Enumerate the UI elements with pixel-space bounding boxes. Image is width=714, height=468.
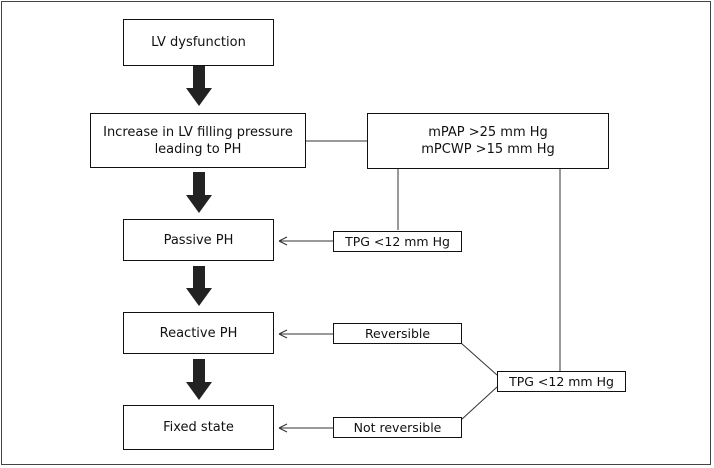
node-criteria: mPAP >25 mm Hg mPCWP >15 mm Hg: [367, 113, 609, 169]
down-arrow-4: [186, 359, 212, 400]
node-lv-dysfunction: LV dysfunction: [123, 19, 274, 66]
node-tpg-reactive-label: TPG <12 mm Hg: [509, 374, 614, 389]
node-passive-ph: Passive PH: [123, 219, 274, 261]
node-fixed-state: Fixed state: [123, 405, 274, 450]
node-fixed-state-label: Fixed state: [163, 420, 234, 435]
connector-tpg-to-reversible: [460, 342, 498, 376]
down-arrow-3: [186, 266, 212, 306]
node-not-reversible-label: Not reversible: [353, 420, 442, 435]
node-reactive-ph-label: Reactive PH: [159, 325, 238, 341]
node-tpg-reactive: TPG <12 mm Hg: [497, 371, 626, 392]
node-increase-lv-filling-label: Increase in LV filling pressure leading …: [103, 124, 293, 157]
node-lv-dysfunction-label: LV dysfunction: [151, 35, 246, 50]
node-reversible-label: Reversible: [364, 326, 431, 341]
down-arrow-2: [186, 172, 212, 213]
connector-tpg-to-notreversible: [460, 386, 498, 421]
node-not-reversible: Not reversible: [333, 417, 462, 438]
node-reactive-ph: Reactive PH: [123, 312, 274, 354]
node-tpg-passive-label: TPG <12 mm Hg: [345, 234, 450, 249]
node-tpg-passive: TPG <12 mm Hg: [333, 231, 462, 252]
node-reversible: Reversible: [333, 323, 462, 344]
node-passive-ph-label: Passive PH: [163, 232, 234, 248]
down-arrow-1: [186, 66, 212, 106]
node-criteria-label: mPAP >25 mm Hg mPCWP >15 mm Hg: [421, 125, 555, 157]
node-increase-lv-filling: Increase in LV filling pressure leading …: [90, 113, 306, 168]
